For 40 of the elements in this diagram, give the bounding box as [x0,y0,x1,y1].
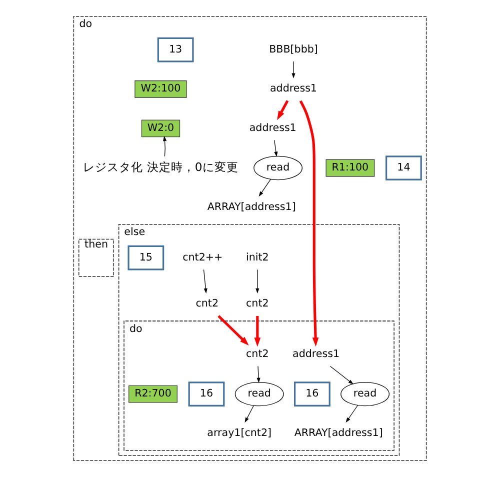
node-text: init2 [246,251,269,264]
arrow [258,178,271,197]
node-box: 14 [386,156,422,180]
node-ellipse: read [340,382,390,406]
node-text: cnt2 [196,298,219,310]
arrow [274,140,278,157]
arrow [277,100,289,120]
node-ellipse: read [234,382,284,406]
node-text: array1[cnt2] [207,427,272,440]
node-box: 15 [128,245,164,270]
arrow [292,61,296,78]
arrow [203,269,208,294]
node-text: ARRAY[address1] [294,427,383,440]
node-text: cnt2 [246,348,269,360]
node-text: ARRAY[address1] [207,201,296,214]
arrow [346,405,358,423]
node-text: address1 [249,122,296,134]
node-text: cnt2 [246,298,269,310]
node-box: R2:700 [128,385,178,403]
node-box: W2:0 [141,120,180,138]
node-text: address1 [292,348,340,360]
node-box: R1:100 [326,159,375,177]
arrow [299,100,319,347]
arrow [244,405,254,423]
node-text: address1 [270,82,318,95]
node-text: レジスタ化 決定時，0に変更 [83,160,238,174]
node-ellipse: read [254,156,302,180]
node-box: 13 [157,37,194,62]
arrow [256,366,260,383]
node-box: W2:100 [134,80,187,98]
node-text: BBB[bbb] [269,43,318,56]
arrow [163,136,167,157]
arrow [254,316,261,347]
node-box: then [78,238,114,277]
arrow [256,269,260,294]
node-text: cnt2++ [182,251,223,264]
arrow [218,315,249,346]
node-box: 16 [188,382,225,406]
arrow [330,366,354,384]
node-box: 16 [294,382,330,406]
